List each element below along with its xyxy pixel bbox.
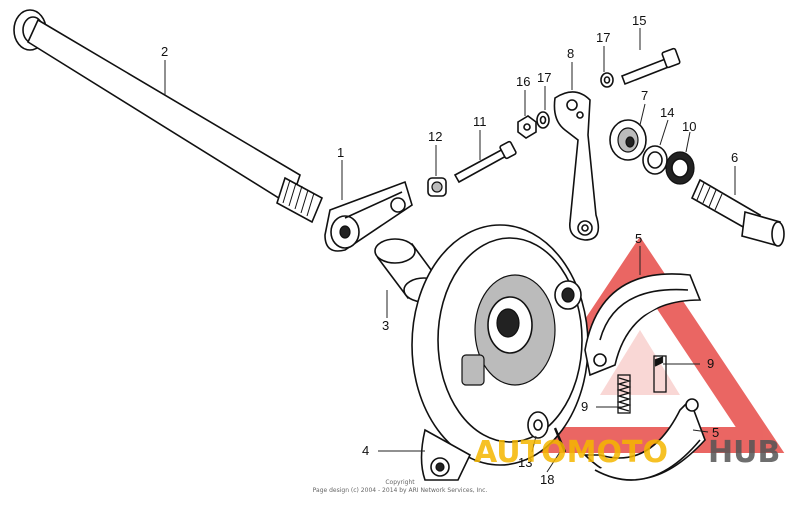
callout-16: 16: [516, 74, 530, 89]
bolt-15: [620, 47, 681, 86]
callout-11: 11: [473, 114, 487, 129]
callout-15: 15: [632, 13, 646, 28]
gear-retainer: [609, 119, 647, 161]
copyright-notice: Copyright Page design (c) 2004 - 2014 by…: [313, 479, 488, 494]
brake-shoe-lower: [583, 398, 706, 481]
spring-upper: [653, 355, 667, 393]
callout-9-left: 9: [581, 399, 588, 414]
watermark-text: AUTOMOTO HUB: [474, 435, 780, 470]
washer-13: [527, 411, 549, 439]
callout-17-right: 17: [596, 30, 610, 45]
washer-17b: [600, 72, 614, 88]
copyright-line2: Page design (c) 2004 - 2014 by ARI Netwo…: [313, 487, 488, 494]
callout-17-left: 17: [537, 70, 551, 85]
callout-4: 4: [362, 443, 369, 458]
callout-2: 2: [161, 44, 168, 59]
watermark-text-part2: HUB: [708, 435, 780, 470]
callout-3: 3: [382, 318, 389, 333]
callout-7: 7: [641, 88, 648, 103]
nut-16: [517, 115, 537, 139]
pin-18: [553, 427, 567, 453]
brake-shoe-upper: [584, 273, 702, 377]
seal-10: [665, 151, 695, 185]
arm-link: [324, 180, 413, 252]
callout-9-right: 9: [707, 356, 714, 371]
callout-6: 6: [731, 150, 738, 165]
watermark-text-part1: AUTOMOTO: [474, 435, 668, 470]
copyright-line1: Copyright: [385, 479, 415, 486]
callout-18: 18: [540, 472, 554, 487]
bolt-11: [453, 140, 517, 184]
leader-lines: [164, 28, 736, 473]
brake-arm: [553, 91, 600, 241]
callout-1: 1: [337, 145, 344, 160]
callout-13: 13: [518, 455, 532, 470]
spring-lower: [616, 374, 632, 414]
washer-17a: [536, 111, 550, 129]
brake-panel: [411, 224, 589, 481]
callout-10: 10: [682, 119, 696, 134]
callout-labels: 1 2 3 4 5 5 6 7 8 9 9 10 11 12 13 14 15 …: [161, 13, 738, 487]
callout-5-lower: 5: [712, 425, 719, 440]
callout-12: 12: [428, 129, 442, 144]
callout-14: 14: [660, 105, 674, 120]
sleeve-nut: [427, 177, 447, 197]
callout-5-upper: 5: [635, 231, 642, 246]
washer-14: [642, 145, 668, 175]
axle: [13, 9, 324, 224]
brake-cam: [690, 178, 785, 247]
callout-8: 8: [567, 46, 574, 61]
